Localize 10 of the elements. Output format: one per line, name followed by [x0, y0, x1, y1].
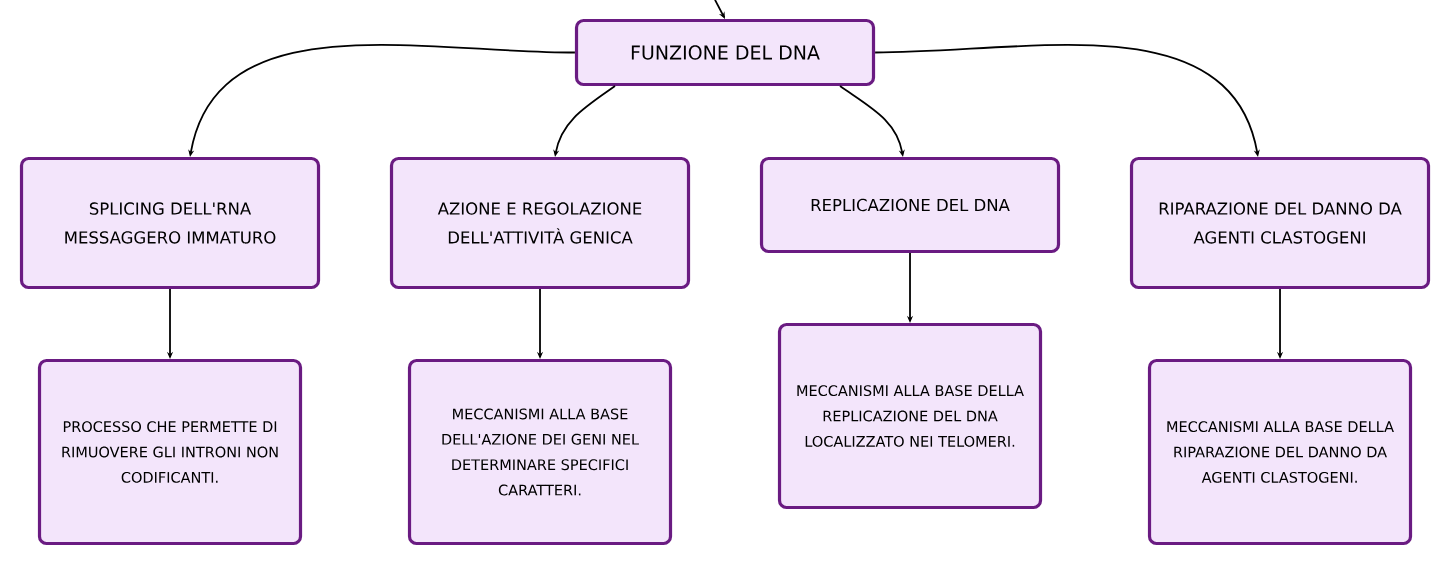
description-box: MECCANISMI ALLA BASE DELLA RIPARAZIONE DEL DANNO DA AGENTI CLASTOGENI. — [1147, 358, 1413, 546]
description-box: MECCANISMI ALLA BASE DELL'AZIONE DEI GENI NEL DETERMINARE SPECIFICI CARATTERI. — [407, 358, 673, 546]
arrow — [714, 0, 725, 19]
title-box: FUNZIONE DEL DNA — [574, 18, 876, 87]
description-box: MECCANISMI ALLA BASE DELLA REPLICAZIONE DEL DNA LOCALIZZATO NEI TELOMERI. — [777, 322, 1043, 510]
topic-box: RIPARAZIONE DEL DANNO DA AGENTI CLASTOGENI — [1129, 156, 1431, 290]
topic-box: SPLICING DELL'RNA MESSAGGERO IMMATURO — [19, 156, 321, 290]
topic-box: AZIONE E REGOLAZIONE DELL'ATTIVITÀ GENICA — [389, 156, 691, 290]
topic-box: REPLICAZIONE DEL DNA — [759, 156, 1061, 254]
description-box: PROCESSO CHE PERMETTE DI RIMUOVERE GLI INTRONI NON CODIFICANTI. — [37, 358, 303, 546]
